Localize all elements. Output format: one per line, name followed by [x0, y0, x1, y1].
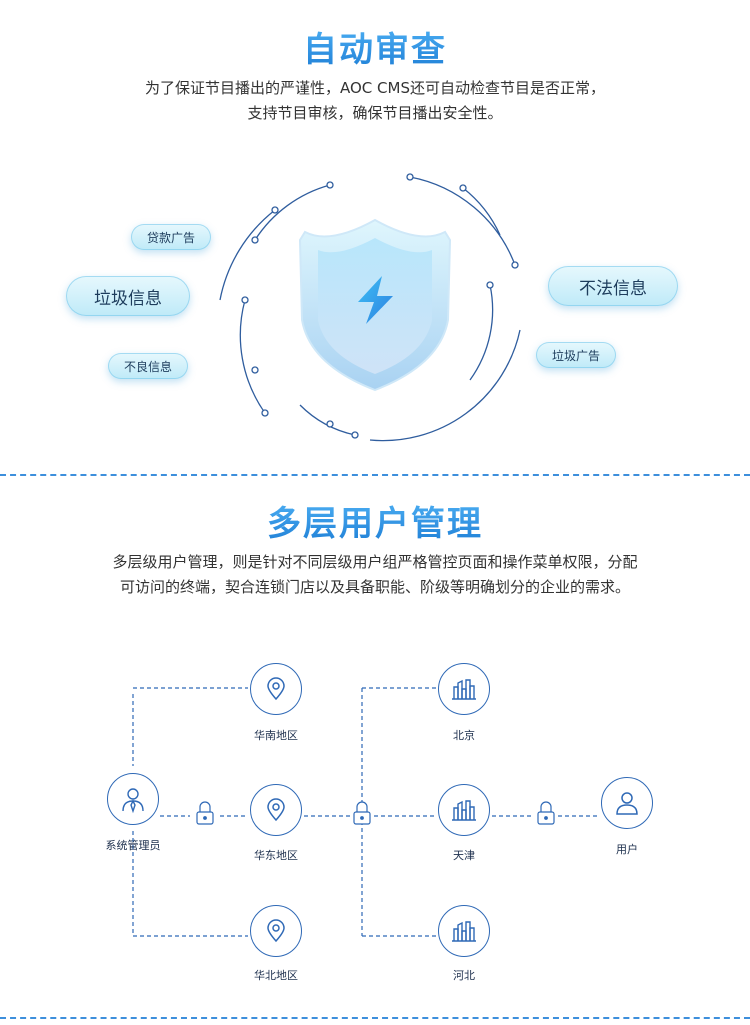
lock-icon [196, 801, 214, 825]
city-tianjin-node [438, 784, 490, 836]
lock-icon [537, 801, 555, 825]
city-beijing-node [438, 663, 490, 715]
tag-bad-info: 不良信息 [108, 353, 188, 379]
city-hebei-node [438, 905, 490, 957]
audit-title: 自动审查 [0, 22, 750, 71]
users-desc-line-2: 可访问的终端，契合连锁门店以及具备职能、阶级等明确划分的企业的需求。 [119, 578, 630, 596]
audit-desc-line-1: 为了保证节目播出的严谨性，AOC CMS还可自动检查节目是否正常， [145, 79, 605, 97]
lock-icons [196, 801, 555, 825]
region-north-node [250, 905, 302, 957]
bottom-divider [0, 1017, 750, 1019]
region-south-label: 华南地区 [254, 729, 298, 742]
location-pin-icon [267, 919, 285, 943]
section-divider [0, 474, 750, 476]
city-buildings-icon [452, 921, 476, 942]
tag-junk-info: 垃圾信息 [66, 276, 190, 316]
city-beijing-label: 北京 [453, 729, 475, 742]
city-hebei-label: 河北 [453, 969, 475, 982]
user-node [601, 777, 653, 829]
audit-desc-line-2: 支持节目审核，确保节目播出安全性。 [247, 104, 503, 122]
tag-junk-ad: 垃圾广告 [536, 342, 616, 368]
admin-icon [122, 788, 144, 814]
city-buildings-icon [452, 679, 476, 700]
tag-illegal-info: 不法信息 [548, 266, 678, 306]
auto-audit-section: 自动审查 为了保证节目播出的严谨性，AOC CMS还可自动检查节目是否正常， 支… [0, 0, 750, 474]
user-label: 用户 [616, 843, 638, 856]
user-icon [616, 792, 638, 815]
city-tianjin-label: 天津 [453, 849, 475, 862]
region-east-label: 华东地区 [254, 849, 298, 862]
admin-label: 系统管理员 [105, 839, 161, 852]
shield-orbit-graphic [219, 173, 521, 442]
admin-node [107, 773, 159, 825]
multi-user-section: 多层用户管理 多层级用户管理，则是针对不同层级用户组严格管控页面和操作菜单权限，… [0, 476, 750, 1025]
region-north-label: 华北地区 [254, 969, 298, 982]
location-pin-icon [267, 798, 285, 822]
city-buildings-icon [452, 800, 476, 821]
region-south-node [250, 663, 302, 715]
users-desc-line-1: 多层级用户管理，则是针对不同层级用户组严格管控页面和操作菜单权限，分配 [112, 553, 638, 571]
shield-icon [298, 218, 452, 392]
location-pin-icon [267, 677, 285, 701]
users-title: 多层用户管理 [0, 496, 750, 545]
region-east-node [250, 784, 302, 836]
lock-icon [353, 801, 371, 825]
hierarchy-connectors [132, 687, 600, 937]
tag-loan-ad: 贷款广告 [131, 224, 211, 250]
